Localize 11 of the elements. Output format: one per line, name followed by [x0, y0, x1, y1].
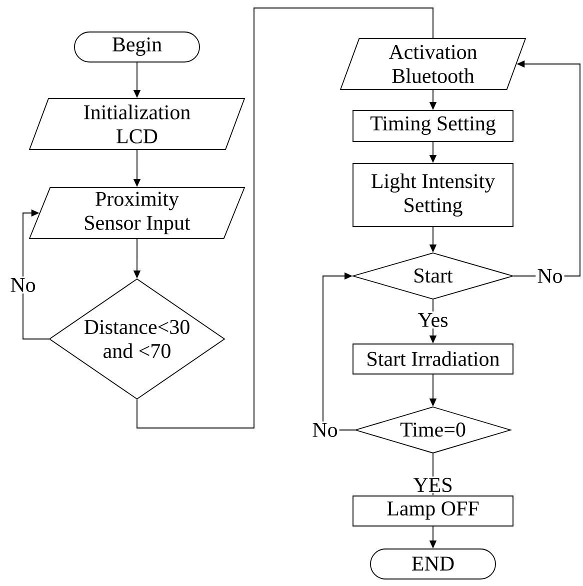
arrow [322, 272, 356, 430]
edge-label: YES [412, 476, 454, 494]
edge-label: No [536, 268, 564, 284]
process-box: Timing Setting [352, 110, 514, 142]
edge-label: No [8, 276, 38, 294]
edge-label: No [310, 422, 340, 438]
edge-label: Yes [416, 312, 450, 328]
process-box: Lamp OFF [352, 496, 514, 526]
process-box: Light Intensity Setting [352, 163, 514, 227]
process-box: Start Irradiation [352, 344, 514, 374]
arrow [22, 209, 50, 340]
